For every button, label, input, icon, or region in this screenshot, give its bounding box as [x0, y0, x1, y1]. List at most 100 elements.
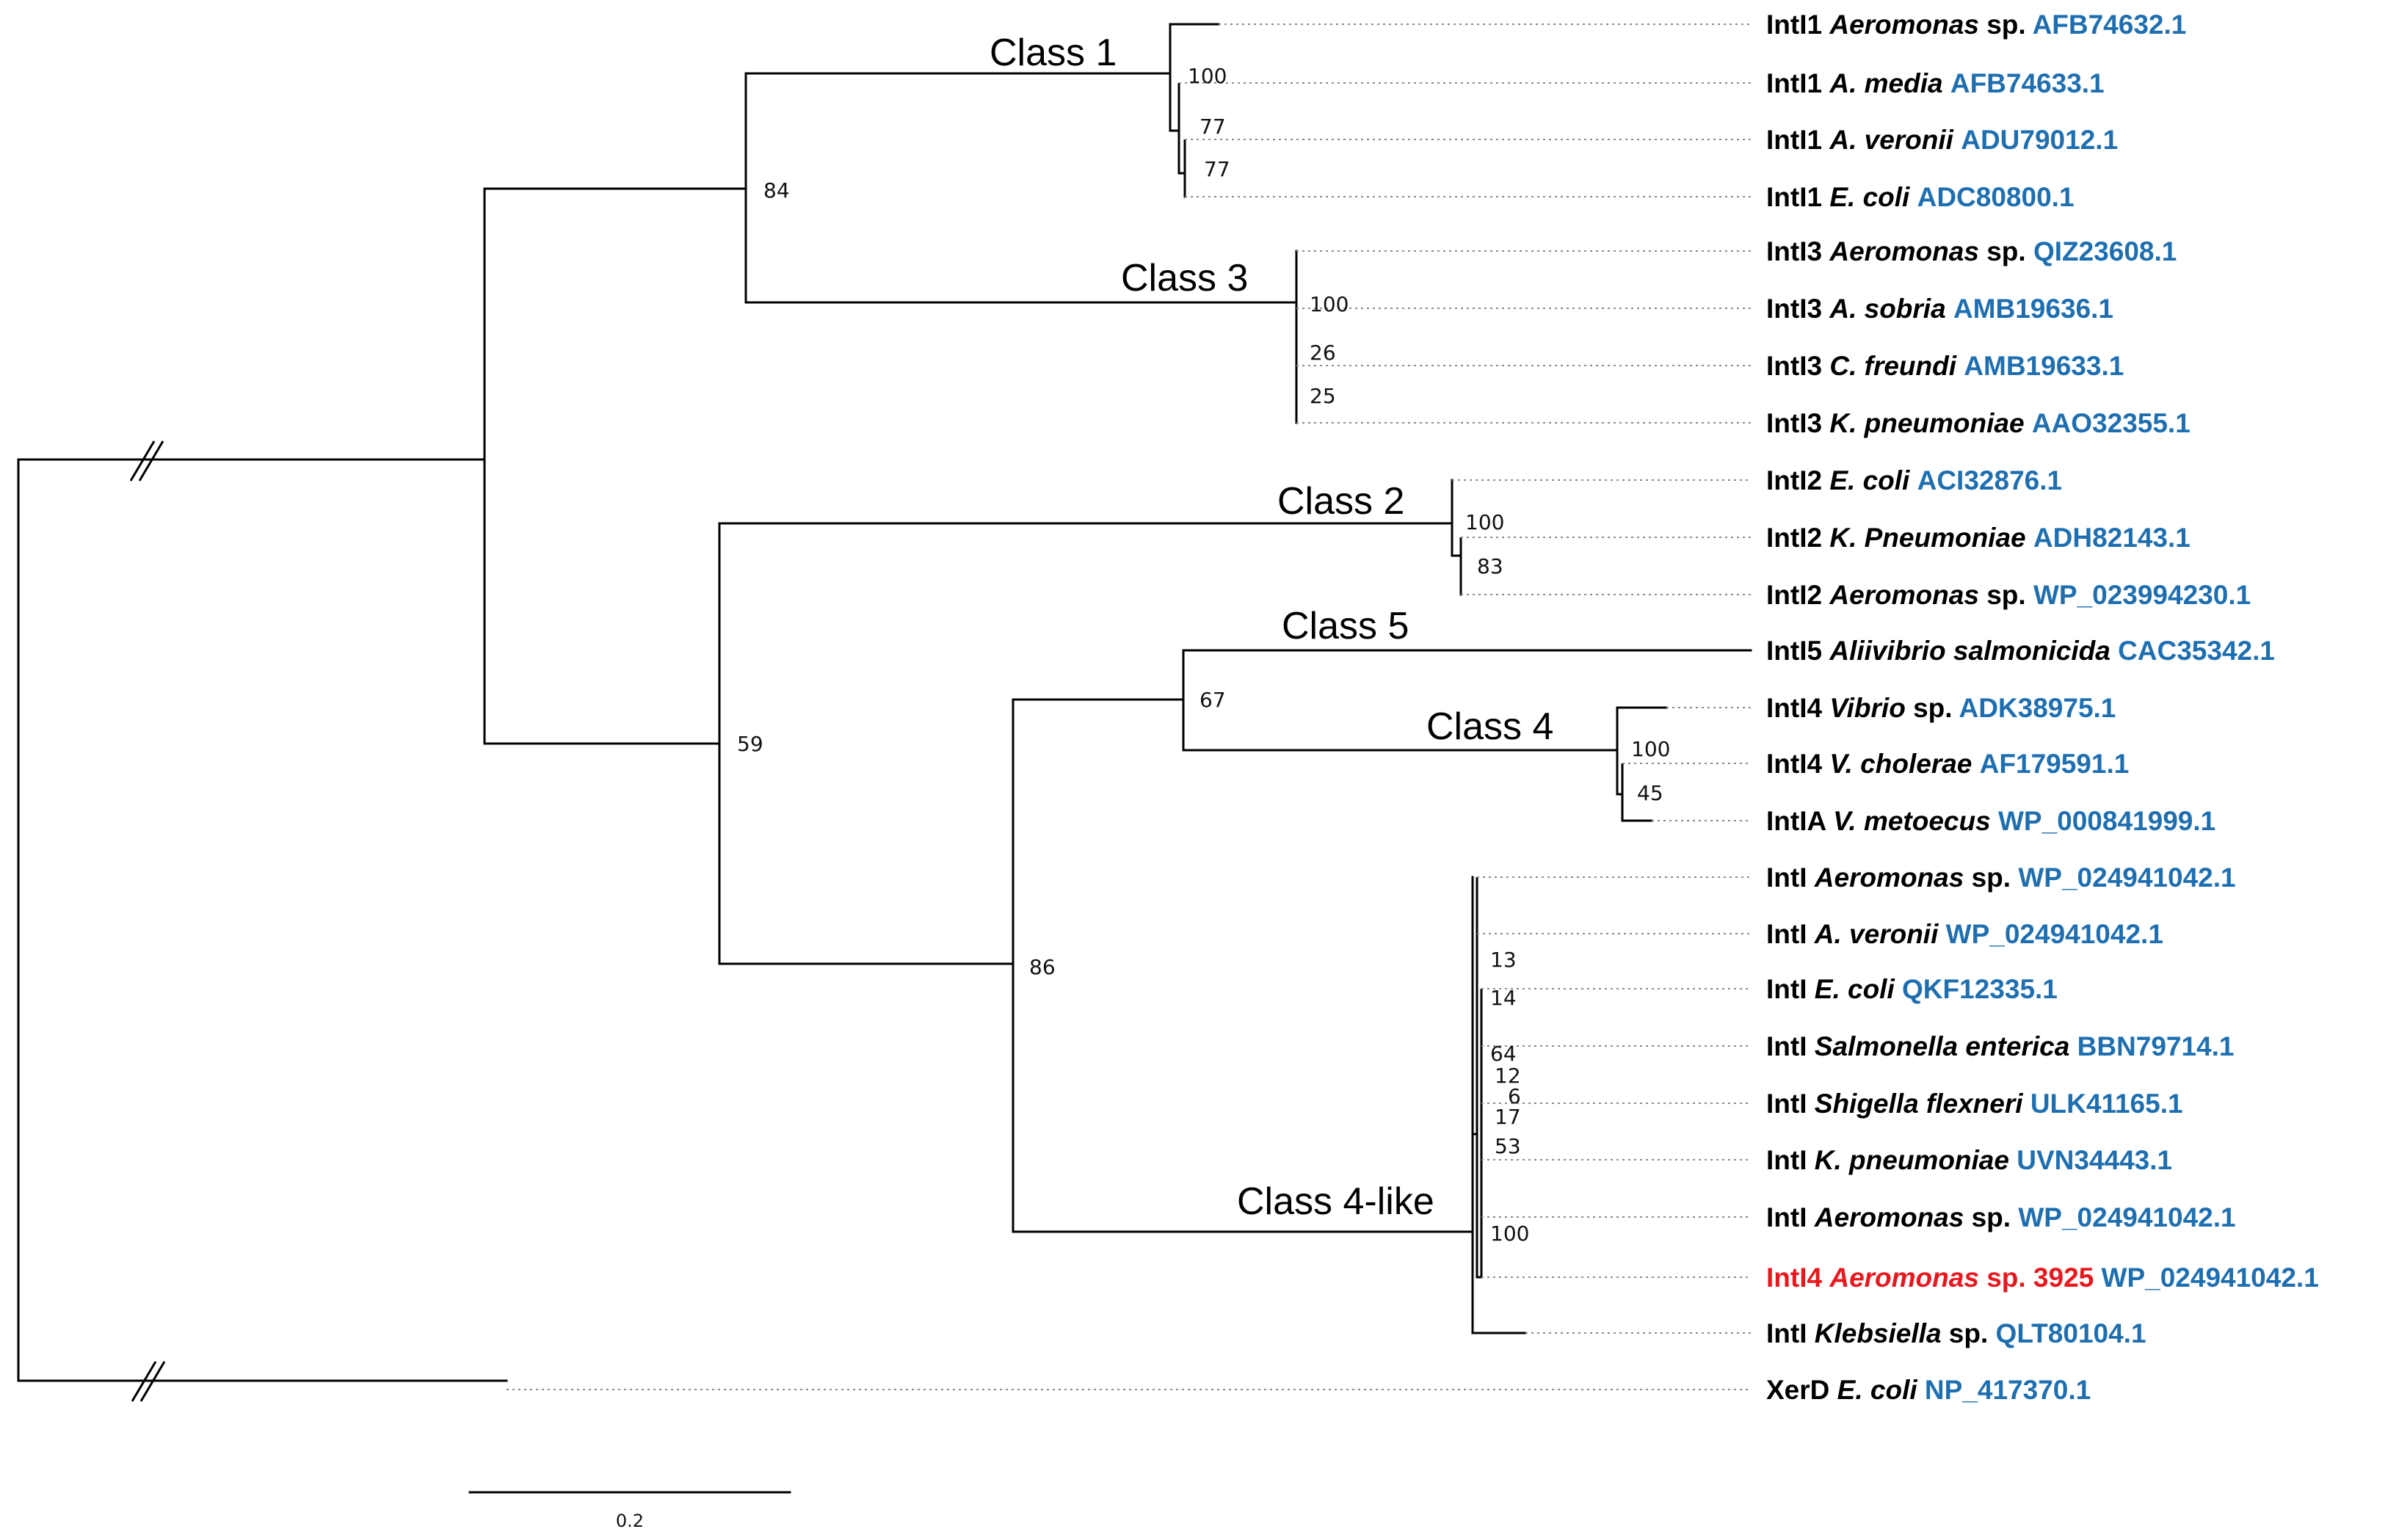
- leaf-species: E. coli: [1829, 465, 1917, 495]
- bootstrap-value: 45: [1637, 781, 1663, 805]
- leaf-label: IntIA V. metoecus WP_000841999.1: [1766, 806, 2215, 836]
- leaf-gene: IntI: [1766, 974, 1815, 1004]
- leaf-label: IntI3 Aeromonas sp. QIZ23608.1: [1766, 236, 2177, 266]
- leaf-species: E. coli: [1837, 1375, 1925, 1405]
- leaf-species: A. veronii: [1814, 919, 1946, 949]
- leaf-accession: WP_024941042.1: [2102, 1263, 2319, 1293]
- bootstrap-value: 59: [737, 732, 763, 756]
- leaf-gene: IntI4: [1766, 693, 1829, 723]
- leaf-label: IntI1 E. coli ADC80800.1: [1766, 182, 2075, 212]
- bootstrap-value: 14: [1490, 986, 1517, 1010]
- bootstrap-values: 100 77 77 84 100 26 25 100 83 59 67 100 …: [737, 64, 1670, 1246]
- leaf-species: A. media: [1829, 68, 1950, 98]
- leaf-gene: IntI: [1766, 1202, 1815, 1232]
- leaf-gene: IntI5: [1766, 636, 1829, 666]
- bootstrap-value: 25: [1310, 384, 1336, 408]
- leaf-label: XerD E. coli NP_417370.1: [1766, 1375, 2091, 1405]
- clade-label-class-2: Class 2: [1277, 480, 1404, 523]
- break-mark-upper-a: [129, 440, 156, 482]
- leaf-gene: IntIA: [1766, 806, 1833, 836]
- leaf-label: IntI K. pneumoniae UVN34443.1: [1766, 1145, 2172, 1175]
- clade-labels: Class 1 Class 3 Class 2 Class 5 Class 4 …: [990, 32, 1553, 1223]
- leaf-accession: WP_023994230.1: [2033, 580, 2251, 610]
- leaf-gene: XerD: [1766, 1375, 1837, 1405]
- bootstrap-value: 100: [1465, 510, 1504, 534]
- branch-break-marks: [129, 440, 166, 1402]
- leaf-species: Aeromonas: [1814, 862, 1972, 893]
- bootstrap-value: 13: [1490, 948, 1517, 972]
- bootstrap-value: 100: [1188, 64, 1227, 88]
- leaf-accession: ACI32876.1: [1917, 465, 2062, 495]
- leaf-species: K. pneumoniae: [1815, 1145, 2017, 1175]
- leaf-label: IntI3 C. freundi AMB19633.1: [1766, 351, 2124, 381]
- leaf-gene: IntI: [1766, 1145, 1815, 1175]
- bootstrap-value: 6: [1508, 1084, 1521, 1108]
- leaf-accession: ADH82143.1: [2033, 523, 2191, 553]
- leaf-gene: IntI: [1766, 1031, 1815, 1061]
- leaf-accession: AAO32355.1: [2032, 408, 2191, 438]
- leaf-species: V. metoecus: [1833, 806, 1998, 836]
- leaf-label: IntI1 A. media AFB74633.1: [1766, 68, 2105, 98]
- leaf-accession: AMB19636.1: [1953, 294, 2113, 324]
- leaf-gene: IntI: [1766, 862, 1815, 893]
- leaf-accession: WP_000841999.1: [1998, 806, 2215, 836]
- bootstrap-value: 77: [1200, 115, 1226, 139]
- leaf-label: IntI E. coli QKF12335.1: [1766, 974, 2058, 1004]
- leaf-suffix: sp. 3925: [1986, 1263, 2101, 1293]
- leaf-gene: IntI1: [1766, 10, 1829, 40]
- leaf-accession: AFB74632.1: [2033, 10, 2187, 40]
- bootstrap-value: 100: [1310, 292, 1349, 316]
- leaf-accession: ADK38975.1: [1959, 693, 2116, 723]
- leaf-accession: CAC35342.1: [2118, 636, 2275, 666]
- leaf-accession: ULK41165.1: [2030, 1089, 2183, 1119]
- leaf-species: Aeromonas: [1829, 1263, 1986, 1293]
- leaf-label: IntI1 A. veronii ADU79012.1: [1766, 125, 2118, 155]
- leaf-species: Aeromonas: [1829, 580, 1986, 610]
- bootstrap-value: 83: [1477, 554, 1503, 578]
- clade-label-class-3: Class 3: [1121, 257, 1248, 299]
- tip-guides: [507, 23, 1751, 1390]
- leaf-label: IntI Klebsiella sp. QLT80104.1: [1766, 1318, 2146, 1348]
- leaf-species: Vibrio: [1829, 693, 1913, 723]
- leaf-species: Shigella flexneri: [1815, 1089, 2030, 1119]
- leaf-label: IntI4 V. cholerae AF179591.1: [1766, 749, 2129, 779]
- leaf-accession: AF179591.1: [1980, 749, 2130, 779]
- leaf-accession: BBN79714.1: [2077, 1031, 2235, 1061]
- leaf-species: A. veronii: [1829, 125, 1961, 155]
- clade-label-class-5: Class 5: [1282, 605, 1409, 647]
- leaf-accession: WP_024941042.1: [1946, 919, 2163, 949]
- leaf-species: Klebsiella: [1815, 1318, 1949, 1348]
- leaf-gene: IntI1: [1766, 68, 1829, 98]
- leaf-species: Aeromonas: [1829, 236, 1986, 266]
- leaf-label: IntI Aeromonas sp. WP_024941042.1: [1766, 1202, 2236, 1232]
- branch-c4like-inner2: [1476, 989, 1483, 1279]
- leaf-label: IntI Salmonella enterica BBN79714.1: [1766, 1031, 2235, 1061]
- scale-bar: 0.2: [468, 1491, 791, 1531]
- bootstrap-value: 17: [1495, 1105, 1521, 1129]
- leaf-gene: IntI1: [1766, 125, 1829, 155]
- break-mark-upper-b: [138, 440, 164, 482]
- leaf-gene: IntI4: [1766, 1263, 1829, 1293]
- clade-label-class-4: Class 4: [1426, 705, 1553, 748]
- leaf-label: IntI Aeromonas sp. WP_024941042.1: [1766, 862, 2236, 893]
- bootstrap-value: 12: [1495, 1064, 1521, 1088]
- leaf-label: IntI3 K. pneumoniae AAO32355.1: [1766, 408, 2191, 438]
- branch-c4-sub: [1616, 763, 1653, 822]
- clade-label-class-4-like: Class 4-like: [1237, 1180, 1434, 1223]
- leaf-accession: ADC80800.1: [1917, 182, 2075, 212]
- leaf-gene: IntI: [1766, 1089, 1815, 1119]
- leaf-label: IntI2 E. coli ACI32876.1: [1766, 465, 2062, 495]
- branch-c2-sub: [1451, 537, 1462, 596]
- leaf-species: K. Pneumoniae: [1829, 523, 2033, 553]
- leaf-species: V. cholerae: [1829, 749, 1979, 779]
- leaf-suffix: sp.: [1986, 236, 2033, 266]
- leaf-label: IntI2 Aeromonas sp. WP_023994230.1: [1766, 580, 2251, 610]
- leaf-gene: IntI3: [1766, 351, 1829, 381]
- leaf-species: Aliivibrio salmonicida: [1829, 636, 2118, 666]
- leaf-suffix: sp.: [1949, 1318, 1996, 1348]
- leaf-gene: IntI1: [1766, 182, 1829, 212]
- leaf-accession: WP_024941042.1: [2018, 1202, 2235, 1232]
- leaf-species: Aeromonas: [1814, 1202, 1972, 1232]
